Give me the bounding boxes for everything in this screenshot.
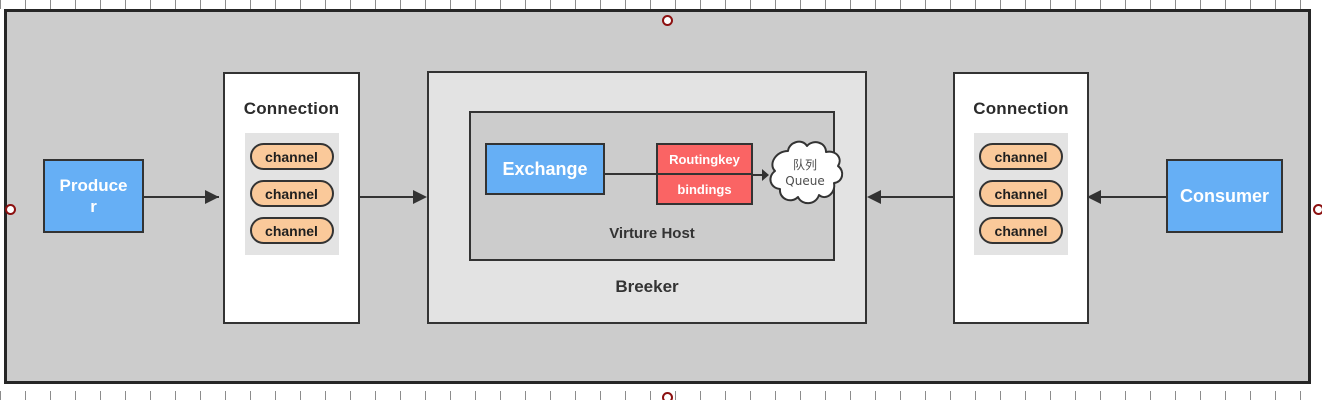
- consumer-node[interactable]: Consumer: [1166, 159, 1283, 233]
- channel-item[interactable]: channel: [249, 143, 334, 170]
- ruler-bottom: [0, 384, 1322, 400]
- connector-connection-to-broker: [360, 196, 423, 198]
- producer-label: Producer: [59, 175, 128, 216]
- arrow-right-icon: [205, 190, 219, 204]
- channel-item[interactable]: channel: [249, 180, 334, 207]
- exchange-label: Exchange: [502, 158, 588, 179]
- resize-handle-right[interactable]: [1313, 204, 1322, 215]
- resize-handle-left[interactable]: [5, 204, 16, 215]
- connector-producer-to-connection: [144, 196, 219, 198]
- channel-item[interactable]: channel: [979, 180, 1063, 207]
- arrow-right-icon: [413, 190, 427, 204]
- virture-host-container[interactable]: Exchange Routingkey bindings: [469, 111, 844, 261]
- queue-cloud-node[interactable]: 队列 Queue: [764, 135, 846, 213]
- virture-host-label: Virture Host: [609, 225, 695, 242]
- connection-right-title: Connection: [973, 99, 1069, 118]
- bindings-label: bindings: [677, 181, 732, 197]
- connector-exchange-to-routing: [605, 173, 656, 175]
- ruler-bottom-ticks: [0, 391, 1322, 400]
- queue-text-block: 队列 Queue: [764, 157, 846, 189]
- arrow-left-icon: [1087, 190, 1101, 204]
- resize-handle-bottom[interactable]: [662, 392, 673, 400]
- routingkey-label: Routingkey: [658, 145, 751, 175]
- queue-label-cn: 队列: [792, 158, 817, 172]
- connector-connection-to-broker-right: [869, 196, 953, 198]
- channel-item[interactable]: channel: [979, 217, 1063, 244]
- channel-group-left: channel channel channel: [244, 133, 339, 255]
- resize-handle-top[interactable]: [662, 15, 673, 26]
- broker-container[interactable]: Exchange Routingkey bindings: [427, 71, 867, 324]
- producer-node[interactable]: Producer: [43, 159, 144, 233]
- arrow-left-icon: [867, 190, 881, 204]
- connection-left-title: Connection: [243, 99, 340, 118]
- exchange-node[interactable]: Exchange: [485, 143, 605, 195]
- channel-item[interactable]: channel: [249, 217, 334, 244]
- ruler-top-ticks: [0, 0, 1322, 9]
- channel-item[interactable]: channel: [979, 143, 1063, 170]
- connection-panel-right[interactable]: Connection channel channel channel: [953, 72, 1089, 324]
- diagram-canvas[interactable]: Producer Connection channel channel chan…: [4, 9, 1322, 400]
- consumer-label: Consumer: [1179, 185, 1269, 206]
- queue-label-en: Queue: [785, 174, 825, 189]
- arrow-right-icon: [753, 168, 769, 181]
- connector-consumer-to-connection: [1089, 196, 1166, 198]
- connection-panel-left[interactable]: Connection channel channel channel: [223, 72, 360, 324]
- broker-label: Breeker: [615, 277, 679, 296]
- routing-bindings-node[interactable]: Routingkey bindings: [656, 143, 753, 205]
- channel-group-right: channel channel channel: [974, 133, 1068, 255]
- cloud-icon: [769, 140, 844, 205]
